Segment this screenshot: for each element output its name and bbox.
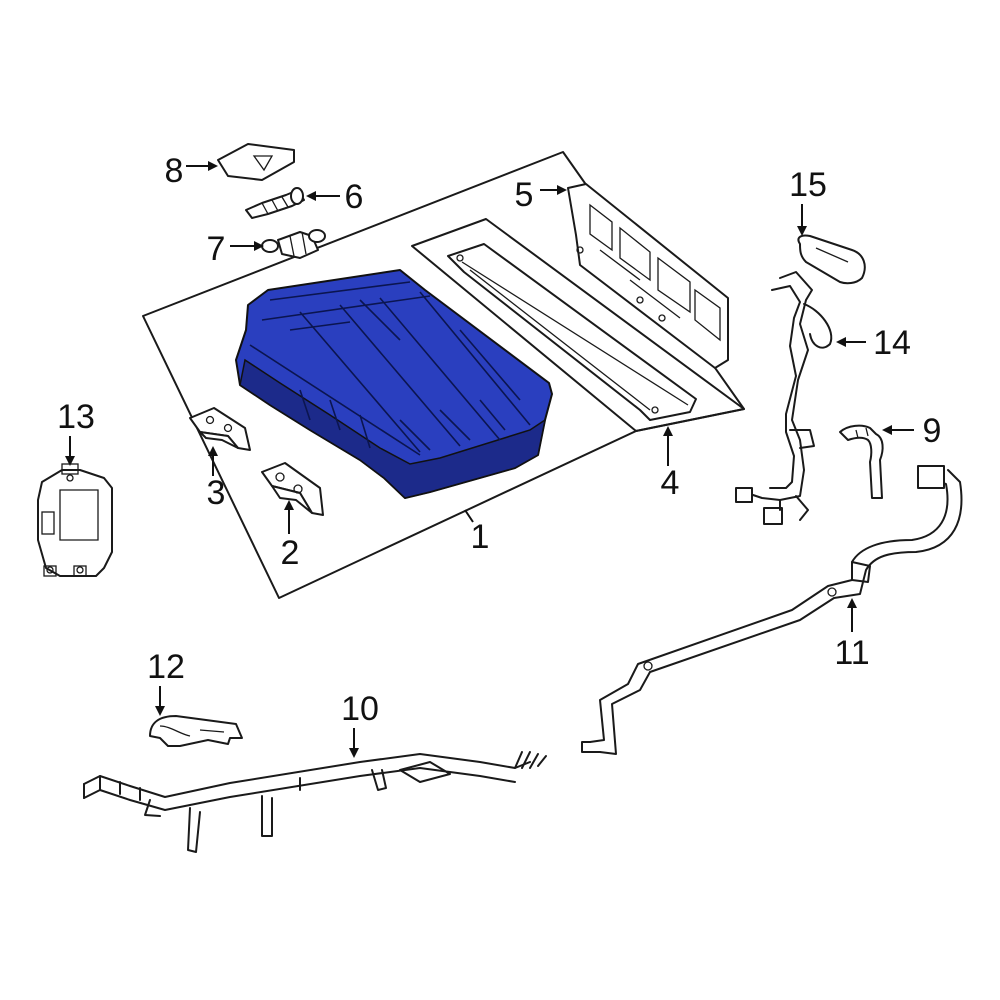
bracket-part-3[interactable] (189, 407, 251, 451)
callout-6: 6 (345, 178, 364, 216)
callout-3: 3 (207, 474, 226, 512)
callout-8: 8 (165, 152, 184, 190)
connector-cover-part-15[interactable] (797, 234, 866, 285)
inner-panel-part-4 (411, 218, 745, 432)
cable-part-11[interactable] (581, 465, 963, 755)
callout-5: 5 (515, 176, 534, 214)
leader-arrows (65, 161, 914, 758)
callout-12: 12 (147, 648, 185, 686)
callout-labels: 1 2 3 4 5 6 7 8 9 10 11 12 13 14 15 (57, 152, 941, 728)
bracket-part-2[interactable] (261, 462, 324, 516)
rail-part-4[interactable] (447, 243, 697, 421)
callout-15: 15 (789, 166, 827, 204)
callout-2: 2 (281, 534, 300, 572)
hose-part-9[interactable] (839, 424, 884, 499)
insulator-part-12[interactable] (149, 715, 243, 747)
callout-13: 13 (57, 398, 95, 436)
wire-harness-part-14[interactable] (735, 271, 833, 525)
battery-pack-side (239, 358, 547, 499)
harness-part-10[interactable] (83, 751, 547, 853)
battery-pack-part-1[interactable] (235, 269, 553, 499)
cover-plate-part-8[interactable] (217, 143, 295, 181)
bolt-part-6[interactable] (245, 187, 305, 219)
module-part-13[interactable] (37, 463, 113, 577)
callout-9: 9 (923, 412, 942, 450)
frame-part-5[interactable] (567, 183, 729, 369)
callout-4: 4 (661, 464, 680, 502)
callout-10: 10 (341, 690, 379, 728)
callout-7: 7 (207, 230, 226, 268)
callout-11: 11 (834, 634, 869, 672)
callout-1: 1 (471, 518, 490, 556)
callout-14: 14 (873, 324, 911, 362)
bushing-part-7[interactable] (261, 229, 326, 259)
